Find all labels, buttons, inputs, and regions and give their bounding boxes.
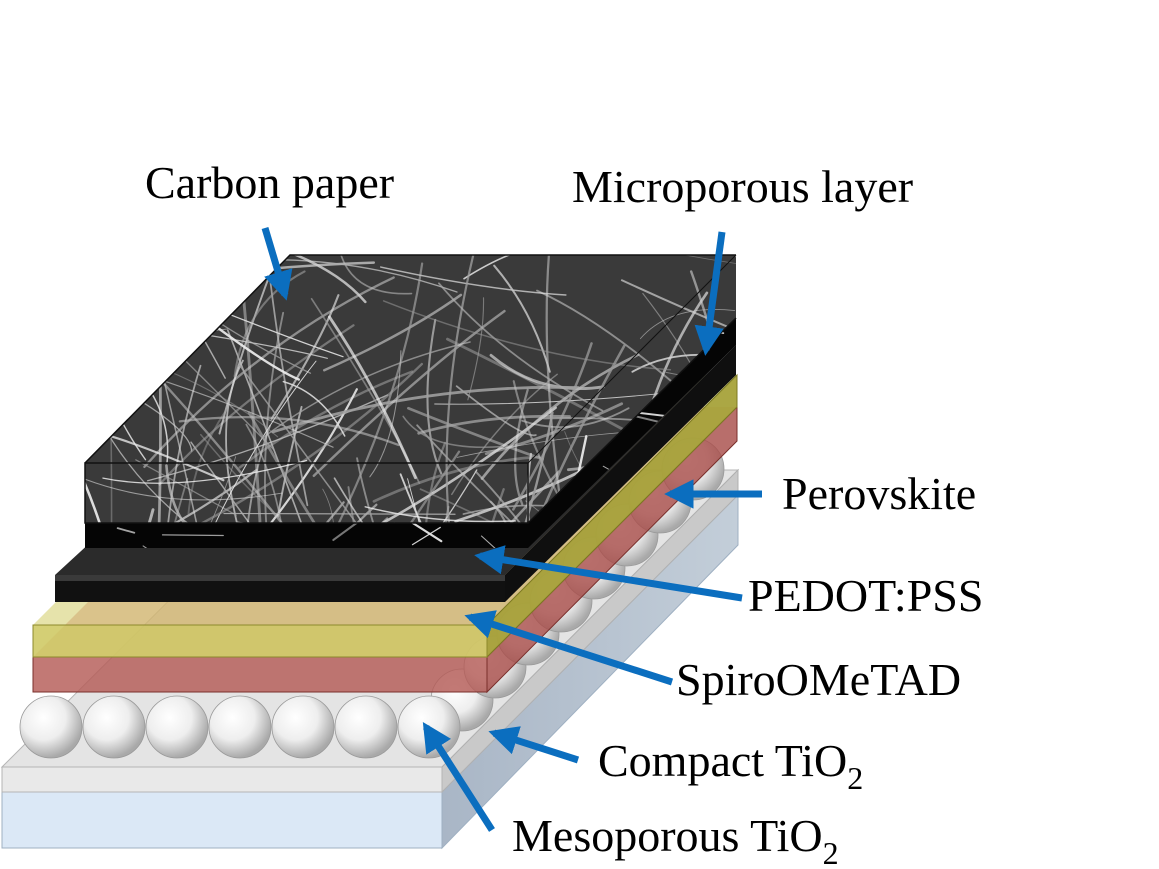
pedot-side <box>505 345 736 602</box>
compact-tio2-label-main: Compact TiO <box>598 735 847 786</box>
pedot-arrow <box>474 545 743 602</box>
mesoporous-tio2-label-sub: 2 <box>823 835 839 869</box>
compact-tio2-arrow <box>488 726 580 764</box>
compact-tio2-front <box>1 766 443 793</box>
mesoporous-tio2-label-main: Mesoporous TiO <box>512 810 823 861</box>
tio2-sphere <box>271 695 335 759</box>
spiro-label: SpiroOMeTAD <box>676 654 961 705</box>
carbon-paper-arrow <box>261 226 293 301</box>
carbon-paper-front-outline <box>84 462 529 524</box>
pedot-pss-label: PEDOT:PSS <box>748 570 983 621</box>
mesoporous-tio2-label: Mesoporous TiO2 <box>512 810 839 869</box>
mesoporous-tio2-arrow <box>422 722 495 832</box>
spiro-arrow <box>464 610 674 686</box>
microporous-layer-label: Microporous layer <box>572 161 913 212</box>
carbon-paper-label: Carbon paper <box>145 157 394 208</box>
perovskite-label: Perovskite <box>782 468 976 519</box>
spiro-front <box>32 624 488 658</box>
compact-tio2-label-sub: 2 <box>847 760 863 796</box>
tio2-sphere <box>82 695 146 759</box>
annotation-arrows <box>261 226 762 832</box>
perovskite-front <box>32 656 488 693</box>
tio2-sphere <box>208 695 272 759</box>
microporous-arrow <box>694 231 726 356</box>
tio2-sphere <box>334 695 398 759</box>
tio2-sphere <box>19 695 83 759</box>
tio2-sphere <box>145 695 209 759</box>
compact-tio2-label: Compact TiO2 <box>598 735 863 796</box>
layer-labels: Carbon paper Microporous layer Perovskit… <box>145 157 983 869</box>
substrate-front <box>1 791 443 849</box>
